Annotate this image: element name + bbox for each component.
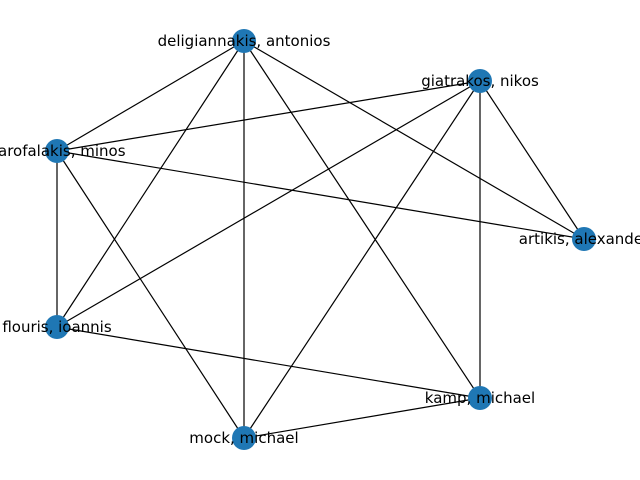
edge-deligiannakis-artikis <box>243 40 585 240</box>
node-flouris <box>45 315 69 339</box>
node-label-flouris: flouris, ioannis <box>2 318 112 336</box>
edge-giatrakos-artikis <box>479 80 585 240</box>
edge-deligiannakis-kamp <box>243 40 481 399</box>
node-giatrakos <box>468 69 492 93</box>
node-label-kamp: kamp, michael <box>425 389 535 407</box>
node-artikis <box>572 227 596 251</box>
node-kamp <box>468 386 492 410</box>
node-label-mock: mock, michael <box>189 429 298 447</box>
node-label-artikis: artikis, alexander <box>519 230 640 248</box>
node-label-deligiannakis: deligiannakis, antonios <box>158 32 331 50</box>
edge-mock-kamp <box>243 397 481 439</box>
labels-layer: deligiannakis, antonios giatrakos, nikos g… <box>0 32 640 447</box>
nodes-layer <box>45 29 596 450</box>
edge-garofalakis-artikis <box>56 150 585 240</box>
node-label-garofalakis: garofalakis, minos <box>0 142 126 160</box>
edge-garofalakis-mock <box>56 150 245 439</box>
node-label-giatrakos: giatrakos, nikos <box>421 72 539 90</box>
edge-giatrakos-mock <box>243 80 481 439</box>
edge-giatrakos-garofalakis <box>56 80 481 152</box>
node-deligiannakis <box>232 29 256 53</box>
edge-giatrakos-flouris <box>56 80 481 328</box>
node-mock <box>232 426 256 450</box>
edge-flouris-kamp <box>56 326 481 399</box>
edge-deligiannakis-flouris <box>56 40 245 328</box>
edges-layer <box>56 40 585 439</box>
edge-deligiannakis-garofalakis <box>56 40 245 152</box>
node-garofalakis <box>45 139 69 163</box>
